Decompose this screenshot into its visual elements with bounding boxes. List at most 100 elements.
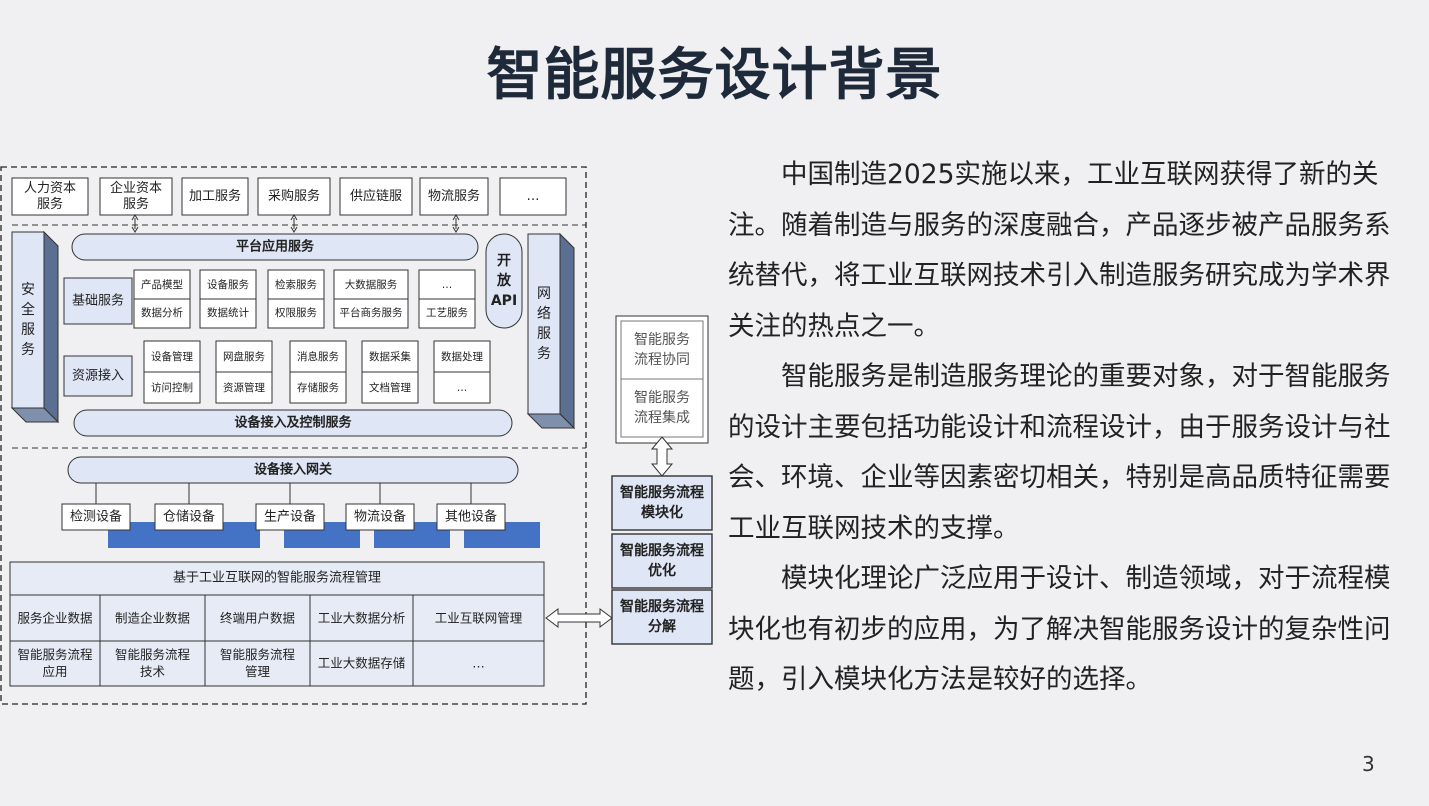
device-box bbox=[61, 503, 131, 531]
basic-item-label: 权限服务 bbox=[275, 306, 317, 319]
table-to-module-arrow bbox=[545, 608, 613, 628]
platform-service-label: 平台应用服务 bbox=[236, 239, 315, 255]
device-label: 仓储设备 bbox=[163, 509, 215, 525]
top-service-box bbox=[99, 177, 173, 216]
resource-item-label: 消息服务 bbox=[297, 350, 339, 363]
right-bottom-label: 模块化 bbox=[641, 504, 683, 521]
right-bottom-box bbox=[611, 475, 713, 531]
page-number: 3 bbox=[1362, 752, 1375, 776]
resource-item-label: 数据采集 bbox=[369, 350, 411, 363]
process-table-cell: 应用 bbox=[42, 664, 67, 679]
process-table-cell: 智能服务流程 bbox=[17, 647, 93, 662]
basic-item-label: 检索服务 bbox=[275, 278, 317, 291]
process-table-cell: 终端用户数据 bbox=[220, 611, 295, 626]
resource-access-label: 资源接入 bbox=[72, 368, 124, 384]
process-table-cell: 工业大数据分析 bbox=[318, 611, 406, 626]
network-service-bar-side bbox=[559, 232, 575, 430]
process-table-cell: 制造企业数据 bbox=[115, 611, 190, 626]
resource-access-box bbox=[63, 355, 133, 397]
platform-service-bar bbox=[71, 233, 479, 261]
basic-item-label: 产品模型 bbox=[141, 278, 183, 291]
top-service-box bbox=[339, 177, 413, 216]
paragraph-2: 智能服务是制造服务理论的重要对象，对于智能服务的设计主要包括功能设计和流程设计，… bbox=[728, 361, 1391, 544]
right-bottom-label: 优化 bbox=[648, 562, 676, 579]
basic-item-label: 平台商务服务 bbox=[340, 306, 403, 319]
device-gateway-label: 设备接入网关 bbox=[254, 462, 332, 478]
top-service-label: 服务 bbox=[123, 196, 149, 212]
page-title: 智能服务设计背景 bbox=[486, 43, 943, 108]
outer-frame bbox=[0, 166, 587, 705]
top-connector-arrow-head bbox=[452, 226, 460, 233]
top-service-box bbox=[499, 177, 567, 216]
basic-service-box bbox=[63, 277, 133, 325]
process-table bbox=[9, 561, 545, 687]
right-bottom-label: 智能服务流程 bbox=[619, 484, 704, 501]
process-table-cell: 管理 bbox=[245, 664, 271, 679]
resource-item-label: … bbox=[457, 382, 468, 394]
architecture-diagram: 人力资本服务企业资本服务加工服务采购服务供应链服物流服务…安全服务网络服务平台应… bbox=[0, 160, 720, 720]
right-bottom-label: 分解 bbox=[648, 618, 676, 635]
device-label: 检测设备 bbox=[70, 509, 122, 525]
network-service-bar-label: 务 bbox=[537, 346, 551, 362]
device-box bbox=[154, 503, 224, 531]
network-service-bar-label: 网 bbox=[537, 286, 551, 302]
device-access-control-label: 设备接入及控制服务 bbox=[234, 415, 352, 431]
resource-item-label: 网盘服务 bbox=[223, 350, 265, 363]
right-bottom-label: 智能服务流程 bbox=[619, 542, 704, 559]
network-service-bar-label: 服 bbox=[537, 326, 551, 342]
open-api-label: 放 bbox=[496, 272, 512, 289]
top-service-label: 供应链服 bbox=[350, 188, 402, 204]
top-connector-arrow-head bbox=[131, 214, 139, 221]
body-text: 中国制造2025实施以来，工业互联网获得了新的关注。随着制造与服务的深度融合，产… bbox=[728, 150, 1398, 706]
resource-item-label: 数据处理 bbox=[441, 350, 483, 363]
resource-item-label: 文档管理 bbox=[369, 381, 411, 394]
device-label: 其他设备 bbox=[445, 509, 497, 525]
security-service-bar bbox=[11, 231, 45, 409]
paragraph-1: 中国制造2025实施以来，工业互联网获得了新的关注。随着制造与服务的深度融合，产… bbox=[728, 159, 1391, 342]
resource-item-label: 存储服务 bbox=[297, 381, 339, 394]
top-service-label: 服务 bbox=[37, 196, 63, 212]
resource-item-label: 访问控制 bbox=[151, 381, 193, 394]
top-connector-arrow-head bbox=[290, 214, 298, 221]
process-table-cell: 工业大数据存储 bbox=[318, 656, 406, 671]
right-bottom-label: 智能服务流程 bbox=[619, 598, 704, 615]
resource-item-label: 设备管理 bbox=[151, 350, 193, 363]
right-bottom-box bbox=[611, 589, 713, 645]
process-table-title: 基于工业互联网的智能服务流程管理 bbox=[173, 570, 381, 586]
paragraph-3: 模块化理论广泛应用于设计、制造领域，对于流程模块化也有初步的应用，为了解决智能服… bbox=[728, 563, 1391, 695]
top-connector-arrow-head bbox=[452, 214, 460, 221]
basic-item-label: 数据统计 bbox=[207, 306, 249, 319]
top-service-label: 人力资本 bbox=[24, 181, 76, 196]
diagram-canvas: 人力资本服务企业资本服务加工服务采购服务供应链服物流服务…安全服务网络服务平台应… bbox=[0, 166, 713, 705]
basic-item-label: 工艺服务 bbox=[426, 306, 468, 319]
open-api-pill bbox=[485, 233, 523, 329]
top-service-label: 采购服务 bbox=[268, 188, 320, 204]
right-top-label: 流程协同 bbox=[634, 352, 690, 368]
security-service-bar-label: 安 bbox=[21, 282, 35, 298]
basic-item-label: 设备服务 bbox=[207, 278, 249, 291]
top-service-label: 物流服务 bbox=[428, 188, 480, 204]
device-label: 物流设备 bbox=[354, 509, 406, 525]
device-gateway-bar bbox=[67, 456, 519, 484]
basic-item-label: 数据分析 bbox=[141, 306, 183, 319]
process-table-cell: 服务企业数据 bbox=[17, 611, 92, 626]
right-top-label: 流程集成 bbox=[634, 409, 690, 426]
process-table-cell: 工业互联网管理 bbox=[435, 611, 523, 626]
top-connector-arrow-head bbox=[290, 226, 298, 233]
security-service-bar-label: 务 bbox=[21, 342, 35, 358]
open-api-label: 开 bbox=[497, 253, 511, 269]
basic-service-label: 基础服务 bbox=[72, 293, 124, 309]
network-service-bar bbox=[527, 233, 561, 415]
top-connector-arrow-head bbox=[131, 226, 139, 233]
top-service-label: … bbox=[527, 189, 540, 204]
device-box bbox=[255, 503, 325, 531]
device-label: 生产设备 bbox=[264, 509, 316, 525]
process-table-cell: 智能服务流程 bbox=[115, 647, 191, 662]
right-bottom-box bbox=[611, 533, 713, 589]
top-service-label: 加工服务 bbox=[189, 188, 241, 204]
resource-item-label: 资源管理 bbox=[223, 381, 265, 394]
network-service-bar-label: 络 bbox=[537, 306, 551, 322]
right-top-box bbox=[620, 378, 704, 438]
device-access-control-bar bbox=[73, 409, 513, 437]
process-table-cell: 智能服务流程 bbox=[220, 647, 296, 662]
